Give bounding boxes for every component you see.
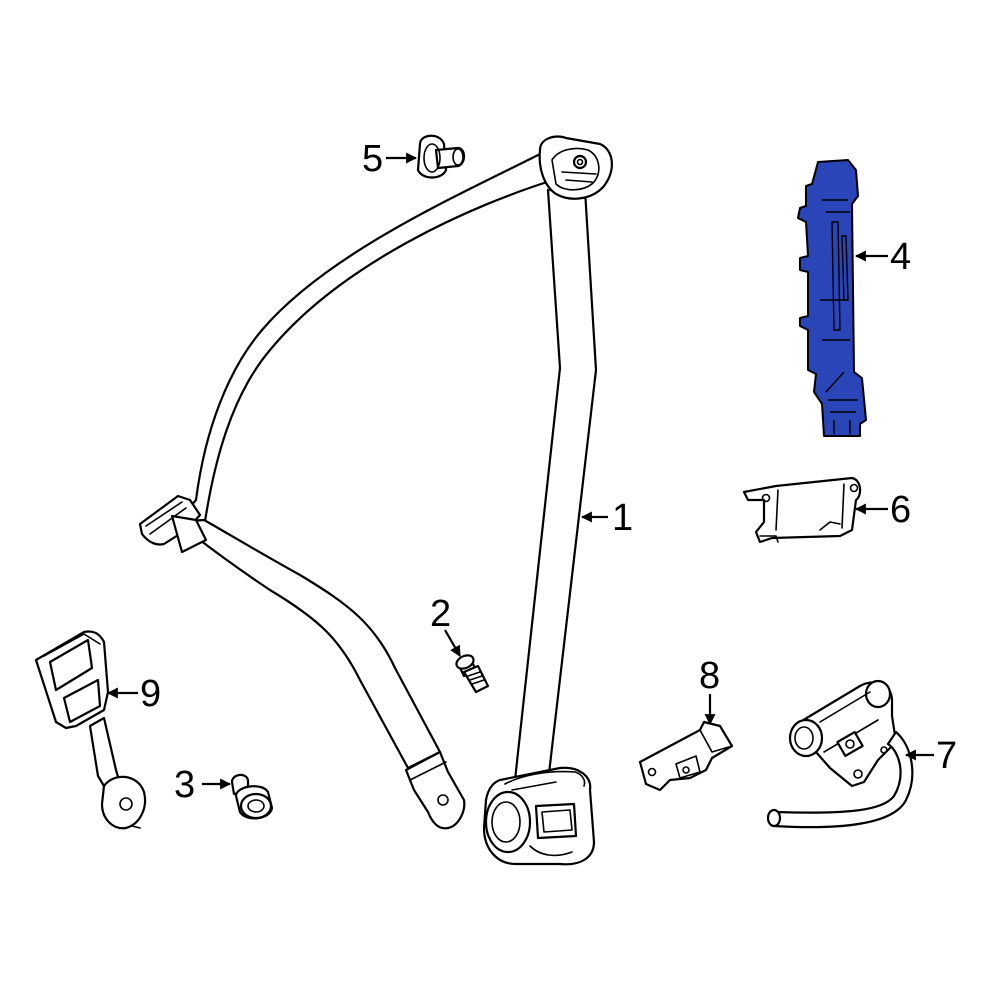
bolt-3 <box>230 773 274 820</box>
d-ring-guide <box>538 135 613 200</box>
belt-webbing-loop <box>181 148 562 530</box>
callout-label-1: 1 <box>612 497 633 539</box>
pretensioner-7 <box>766 679 914 829</box>
callout-3[interactable]: 3 <box>174 764 232 806</box>
callout-label-3: 3 <box>174 764 195 806</box>
bolt-2 <box>455 654 490 694</box>
anchor-fold <box>409 761 447 781</box>
callout-label-6: 6 <box>890 489 911 531</box>
belt-webbing-lap <box>174 518 442 770</box>
retractor <box>482 766 596 866</box>
callout-label-9: 9 <box>140 673 161 715</box>
bracket-8 <box>638 720 734 792</box>
seat-belt-assembly <box>138 135 613 866</box>
callout-8[interactable]: 8 <box>699 655 720 726</box>
callout-2[interactable]: 2 <box>430 593 461 657</box>
callout-5[interactable]: 5 <box>362 138 418 180</box>
height-adjuster <box>797 159 867 437</box>
callout-label-8: 8 <box>699 655 720 697</box>
callout-9[interactable]: 9 <box>106 673 161 715</box>
tongue-ribs <box>145 501 187 535</box>
lap-anchor-plate <box>404 750 466 830</box>
belt-webbing-vertical <box>513 188 598 784</box>
callout-label-2: 2 <box>430 593 451 635</box>
callout-label-4: 4 <box>890 236 911 278</box>
height-adjuster-body <box>797 159 867 437</box>
anchor-hole <box>437 794 449 806</box>
callout-label-7: 7 <box>936 735 957 777</box>
tongue-collar <box>170 514 208 554</box>
bolt-5 <box>416 134 466 179</box>
buckle-9 <box>34 630 147 830</box>
callout-6[interactable]: 6 <box>854 489 911 531</box>
callout-1[interactable]: 1 <box>580 497 633 539</box>
callout-label-5: 5 <box>362 138 383 180</box>
bracket-6 <box>742 476 862 544</box>
callout-4[interactable]: 4 <box>854 236 911 278</box>
callout-7[interactable]: 7 <box>904 735 957 777</box>
